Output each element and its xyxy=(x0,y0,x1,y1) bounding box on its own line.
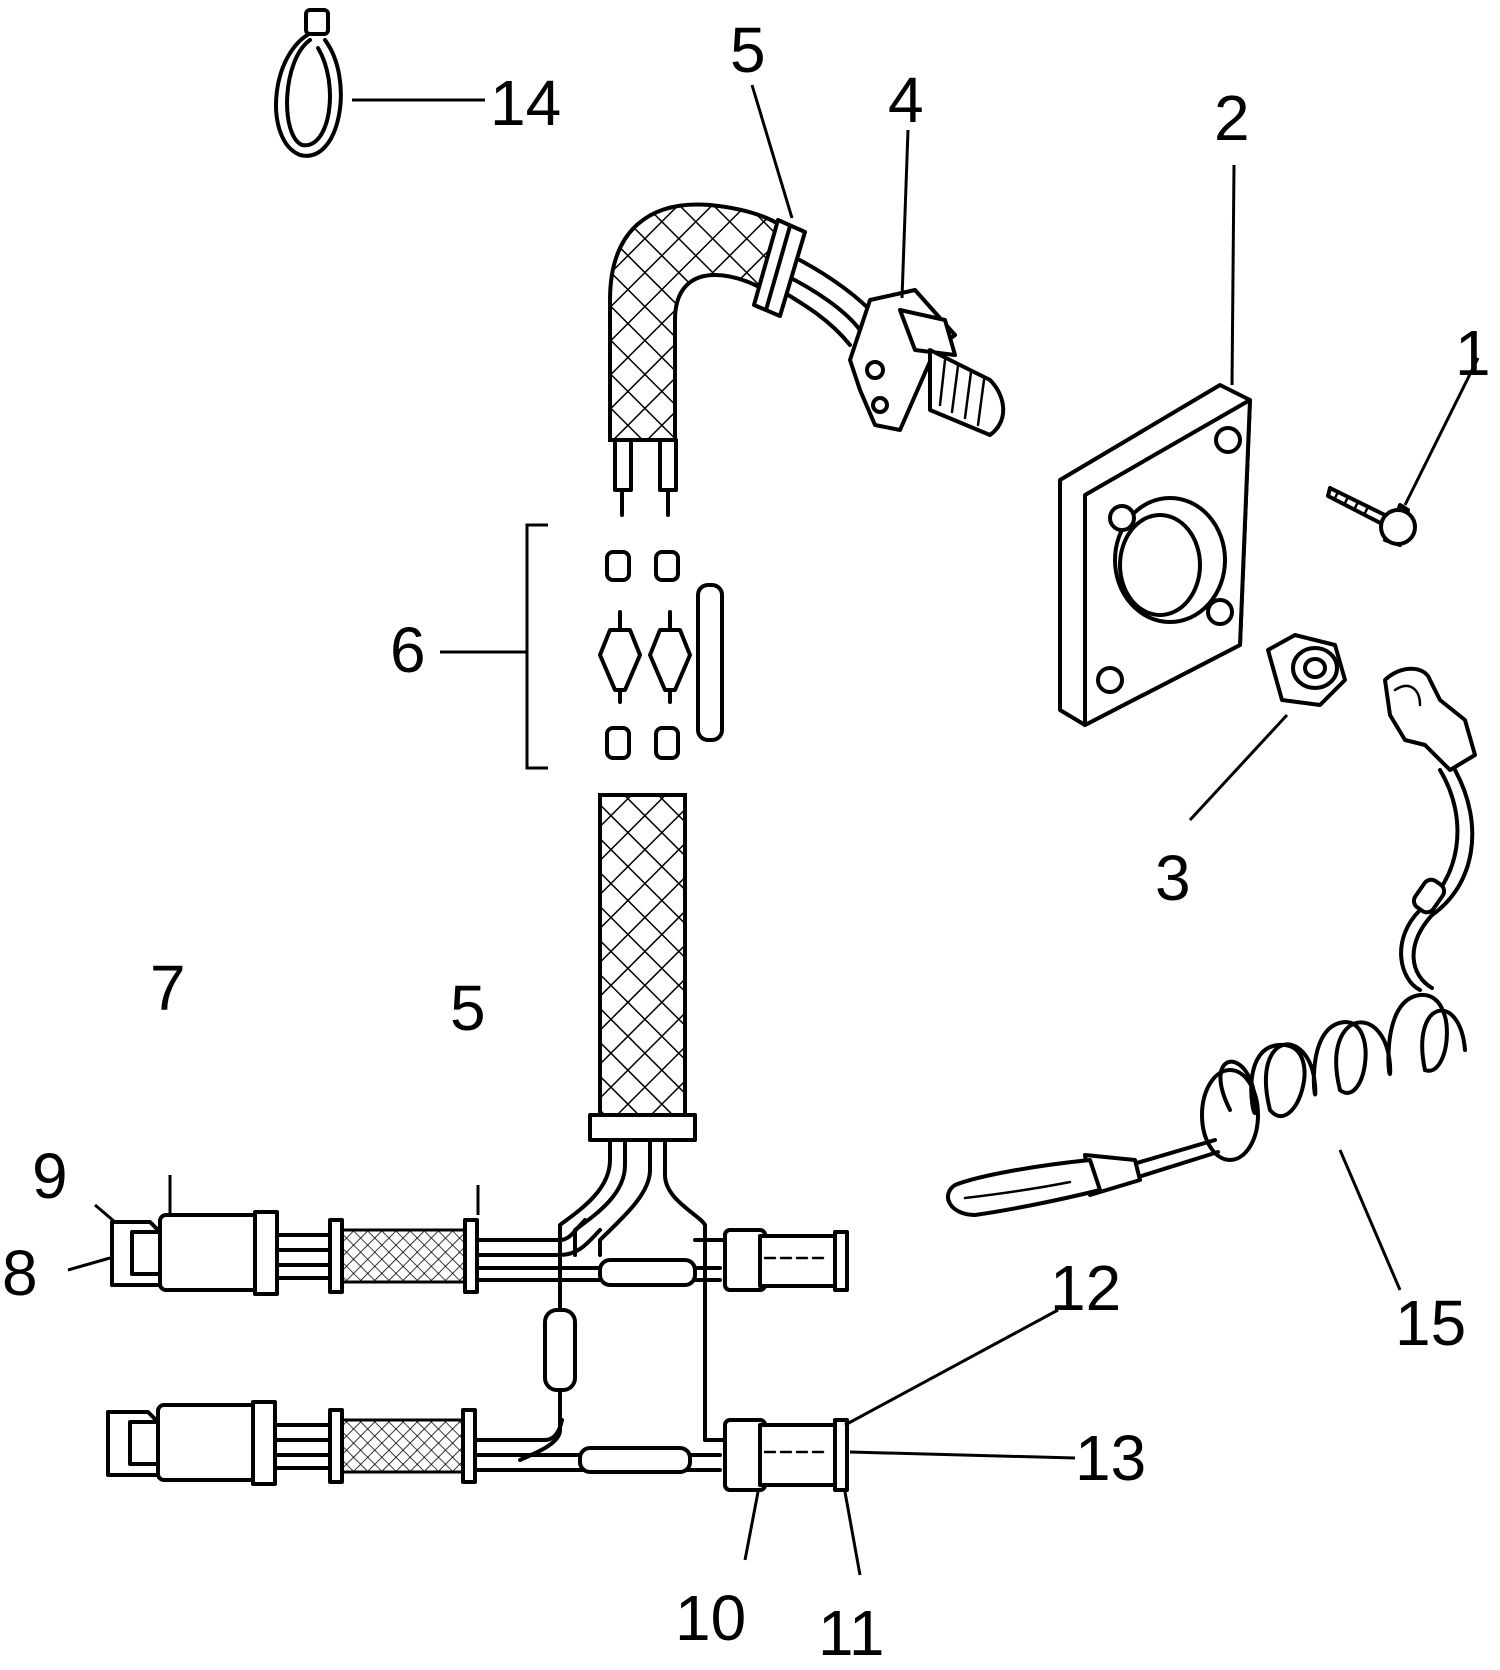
leader-lines xyxy=(750,84,1236,386)
coil-spring xyxy=(1200,992,1467,1162)
screw xyxy=(1326,357,1480,547)
callout-9: 9 xyxy=(32,1140,68,1212)
callout-14: 14 xyxy=(490,67,561,139)
callout-2: 2 xyxy=(1214,82,1250,154)
stop-switch xyxy=(848,288,1006,437)
tie-strap xyxy=(274,8,485,158)
callout-5a: 5 xyxy=(730,14,766,86)
callout-13: 13 xyxy=(1075,1422,1146,1494)
lower-connector-assembly xyxy=(106,1308,1076,1576)
callout-12: 12 xyxy=(1050,1252,1121,1324)
callout-15: 15 xyxy=(1395,1287,1466,1359)
callout-11: 11 xyxy=(818,1597,884,1669)
upper-harness xyxy=(608,202,872,517)
terminal-kit xyxy=(440,523,724,770)
callout-1: 1 xyxy=(1455,317,1491,389)
callout-5b: 5 xyxy=(450,972,486,1044)
callout-6: 6 xyxy=(390,614,426,686)
hex-nut xyxy=(1188,633,1347,822)
upper-connector-assembly xyxy=(67,1175,849,1296)
mounting-plate xyxy=(1058,383,1252,727)
lanyard xyxy=(945,666,1477,1291)
callout-10: 10 xyxy=(675,1582,746,1654)
lower-harness xyxy=(518,793,707,1462)
callout-4: 4 xyxy=(888,64,924,136)
callout-3: 3 xyxy=(1155,842,1191,914)
callout-8: 8 xyxy=(2,1237,38,1309)
callout-7: 7 xyxy=(150,952,186,1024)
